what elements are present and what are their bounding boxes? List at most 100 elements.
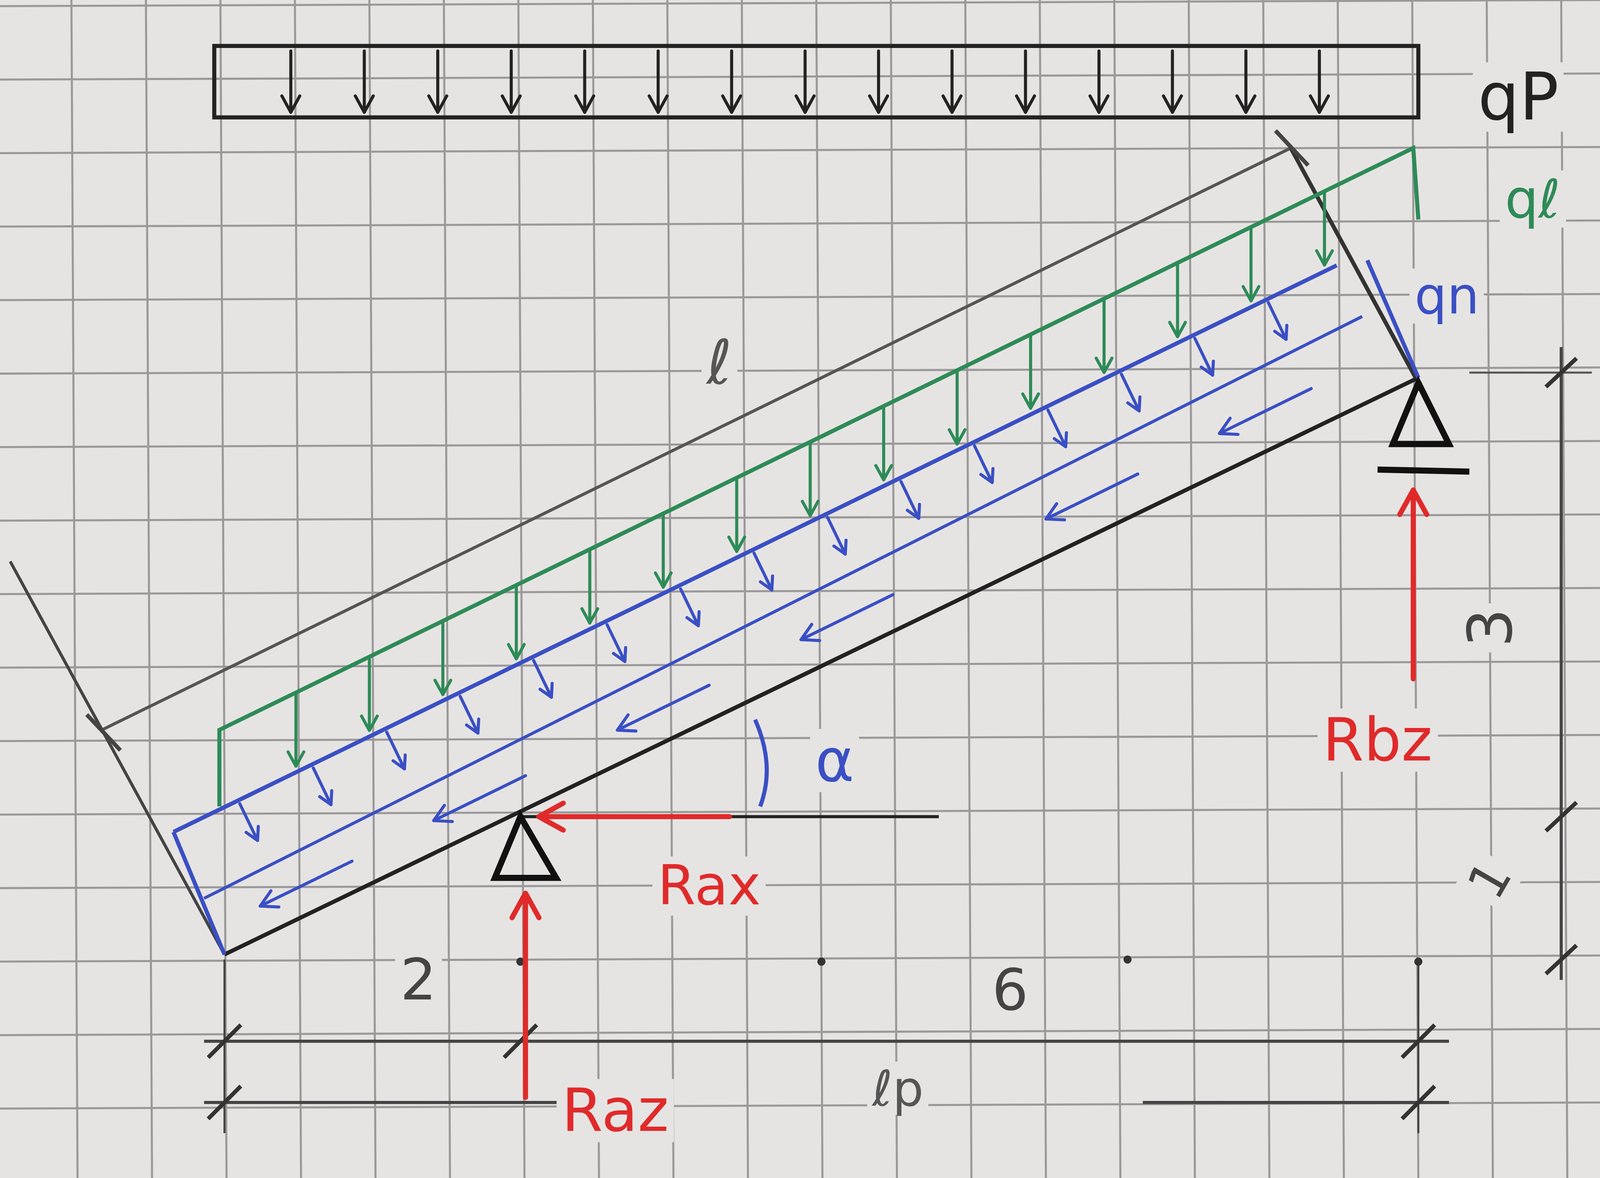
vertical-load-arrow — [1022, 334, 1039, 409]
normal-load-arrow — [1047, 409, 1067, 447]
grid-line — [0, 881, 1600, 888]
vertical-load-arrow — [802, 441, 818, 516]
dimension-tick — [1401, 1024, 1435, 1057]
dimension-label: 1 — [1455, 847, 1525, 913]
tick — [1275, 130, 1309, 166]
grid-line — [71, 0, 78, 1178]
normal-load-arrow — [827, 517, 846, 554]
vertical-load-arrow — [508, 585, 525, 659]
load-arrow — [649, 50, 668, 113]
load-arrow — [796, 50, 815, 113]
vertical-load-arrow — [1243, 227, 1259, 301]
grid-line — [0, 954, 1600, 961]
normal-load-arrow — [460, 695, 479, 733]
grid-line — [890, 0, 897, 1178]
reaction-arrow — [538, 802, 730, 830]
load-arrow — [1163, 50, 1182, 113]
angle-label: α — [810, 728, 860, 792]
vertical-load-arrow — [361, 656, 378, 731]
normal-load-arrow — [1195, 338, 1214, 375]
grid-line — [443, 0, 450, 1178]
dimension-tick — [504, 1024, 537, 1057]
dot — [1123, 954, 1132, 964]
normal-load-arrow — [533, 660, 553, 698]
length-label: ℓ — [701, 329, 738, 396]
dimension-line — [204, 1100, 572, 1104]
dimension-tick — [208, 1085, 241, 1119]
tangential-load-arrow — [1045, 473, 1138, 520]
tangential-load-arrow — [800, 594, 893, 641]
load-arrow — [1310, 50, 1329, 113]
grid-line — [592, 0, 599, 1178]
grid-line — [0, 514, 1600, 521]
dot — [817, 957, 826, 966]
grid-line — [0, 808, 1600, 815]
grid-line — [741, 0, 748, 1178]
reaction-label: Rax — [652, 856, 767, 916]
load-label: qn — [1409, 268, 1485, 324]
angle-arc — [755, 719, 767, 807]
vertical-load-arrow — [582, 549, 598, 623]
grid-line — [0, 587, 1600, 594]
normal-load-arrow — [1268, 302, 1287, 340]
vertical-load-arrow — [288, 692, 304, 766]
dimension-label: 2 — [395, 948, 442, 1011]
dot — [1414, 957, 1423, 966]
load-box — [214, 45, 1419, 118]
normal-load-arrow — [1121, 374, 1140, 411]
vertical-load-arrow — [1096, 298, 1113, 373]
load-arrow — [1089, 50, 1108, 113]
load-arrow — [575, 50, 594, 113]
dimension-line — [1559, 347, 1563, 980]
grid-line — [0, 0, 1600, 6]
grid-line — [145, 0, 152, 1178]
grid-line — [0, 220, 1600, 227]
beam-top — [173, 265, 1337, 832]
grid-line — [0, 1028, 1600, 1035]
grid-line — [294, 0, 301, 1178]
extension-line — [1290, 148, 1419, 383]
reaction-label: Raz — [556, 1078, 674, 1143]
grid-line — [369, 0, 376, 1178]
reaction-label: Rbz — [1317, 707, 1438, 772]
roller-support — [1392, 382, 1449, 444]
grid-line — [0, 1102, 1600, 1109]
reaction-arrow — [511, 892, 539, 1098]
normal-load-arrow — [386, 731, 405, 769]
load-arrows — [239, 50, 1427, 1097]
extension-line — [10, 561, 225, 955]
load-band-line — [204, 316, 1363, 899]
tangential-load-arrow — [1219, 388, 1312, 435]
load-arrow — [355, 50, 374, 113]
dimension-tick — [1546, 944, 1577, 974]
normal-load-arrow — [680, 588, 699, 626]
dimension-tick — [1401, 1085, 1435, 1119]
normal-load-arrow — [606, 624, 626, 662]
grid-line — [220, 0, 227, 1178]
dimension-tick — [1546, 358, 1577, 387]
grid-line — [0, 146, 1600, 153]
normal-load-arrow — [974, 445, 994, 483]
tick — [86, 714, 121, 750]
dimension-line — [1142, 1100, 1449, 1104]
dimension-label: ℓp — [867, 1061, 929, 1115]
vertical-load-arrow — [434, 620, 451, 695]
pin-support — [494, 816, 557, 878]
grid-line — [965, 0, 972, 1178]
dimension-tick — [208, 1024, 241, 1057]
normal-load-arrow — [754, 553, 773, 590]
vertical-load-arrow — [1316, 191, 1333, 265]
load-arrow — [869, 50, 888, 113]
tangential-load-arrow — [433, 775, 526, 822]
load-arrow — [1237, 50, 1256, 113]
reaction-arrow — [1399, 489, 1427, 679]
load-arrow — [1016, 50, 1035, 113]
normal-load-arrow — [239, 803, 259, 841]
load-arrow — [502, 50, 521, 113]
dimension-label: 6 — [987, 959, 1034, 1021]
vertical-load-arrow — [949, 370, 966, 444]
tangential-load-arrow — [260, 860, 353, 907]
vertical-load-arrow — [875, 406, 892, 480]
